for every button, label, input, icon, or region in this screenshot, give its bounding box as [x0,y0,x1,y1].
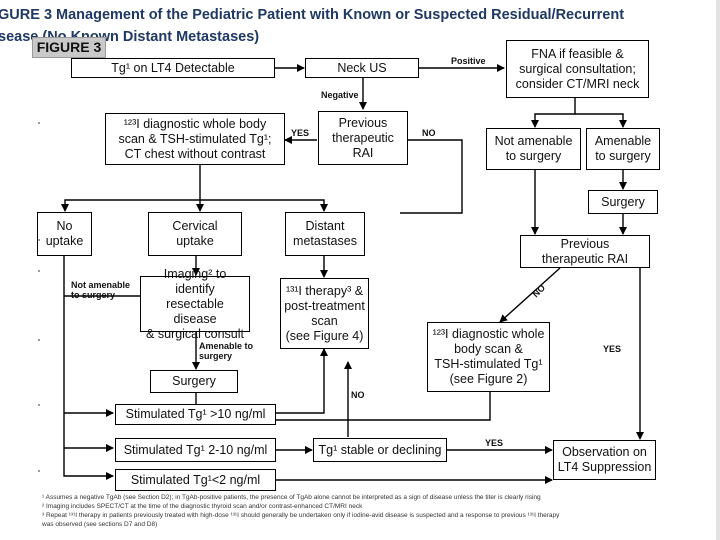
arrow-dx-to-distant [200,199,328,212]
fna-box: FNA if feasible & surgical consultation;… [506,40,649,98]
imaging-box: Imaging² to identify resectable disease … [140,267,250,341]
surgery-left-box: Surgery [150,370,238,393]
arrow-fna-to-notamenable [531,98,576,128]
figure-label: FIGURE 3 [32,37,106,58]
label-negative: Negative [321,90,359,100]
footnote-4: was observed (see sections D7 and D8) [42,521,158,528]
edge-mark [38,470,40,472]
surgery-right-box: Surgery [588,190,658,214]
arrow-nouptake-to-stimlt2 [63,256,114,480]
distant-metastases-box: Distant metastases [285,212,365,256]
arrow-prevrai-no-line [400,139,463,214]
arrow-prevrai2-to-dxscan2 [499,267,561,323]
label-no-3: NO [351,390,365,400]
stimulated-tg-gt10-box: Stimulated Tg¹ >10 ng/ml [115,404,276,425]
arrow-fna-to-amenable [575,113,627,128]
label-positive: Positive [451,56,486,66]
diagnostic-scan-box: ¹²³I diagnostic whole body scan & TSH-st… [105,113,285,165]
footnote-3: ³ Repeat ¹³¹I therapy in patients previo… [42,512,560,519]
edge-mark [38,239,40,241]
label-amenable-small: Amenable to surgery [199,341,254,361]
neck-us-box: Neck US [305,58,419,78]
arrow-stimgt10-to-therapy [276,348,328,414]
label-yes-2: YES [485,438,504,448]
cervical-uptake-box: Cervical uptake [148,212,242,256]
label-no-1: NO [422,128,436,138]
label-not-amenable-small: Not amenable to surgery [71,280,131,300]
edge-mark [38,270,40,272]
previous-therapeutic-rai-box: Previous therapeutic RAI [520,235,650,268]
i131-therapy-box: ¹³¹I therapy³ & post-treatment scan (see… [280,278,369,349]
edge-mark [38,339,40,341]
figure-title: IGURE 3 Management of the Pediatric Pati… [0,7,625,45]
previous-rai-box: Previous therapeutic RAI [318,111,408,165]
tg-on-lt4-box: Tg¹ on LT4 Detectable [71,58,275,78]
edge-mark [38,404,40,406]
not-amenable-box: Not amenable to surgery [486,128,581,170]
observation-box: Observation on LT4 Suppression [553,440,656,480]
label-yes-1: YES [291,128,310,138]
no-uptake-box: No uptake [37,212,92,256]
arrow-dx-to-nouptake [61,165,201,212]
footnote-1: ¹ Assumes a negative TgAb (see Section D… [42,494,541,501]
edge-mark [38,122,40,124]
footnote-2: ² Imaging includes SPECT/CT at the time … [42,503,363,510]
arrow-dxscan2-line [276,392,491,421]
amenable-box: Amenable to surgery [586,128,660,170]
tg-stable-box: Tg¹ stable or declining [313,438,447,462]
scrollbar[interactable] [716,0,720,540]
diagnostic-scan-2-box: ¹²³I diagnostic whole body scan & TSH-st… [427,322,550,392]
stimulated-tg-lt2-box: Stimulated Tg¹<2 ng/ml [115,469,276,491]
stimulated-tg-2-10-box: Stimulated Tg¹ 2-10 ng/ml [115,438,276,462]
label-yes-3: YES [603,344,622,354]
